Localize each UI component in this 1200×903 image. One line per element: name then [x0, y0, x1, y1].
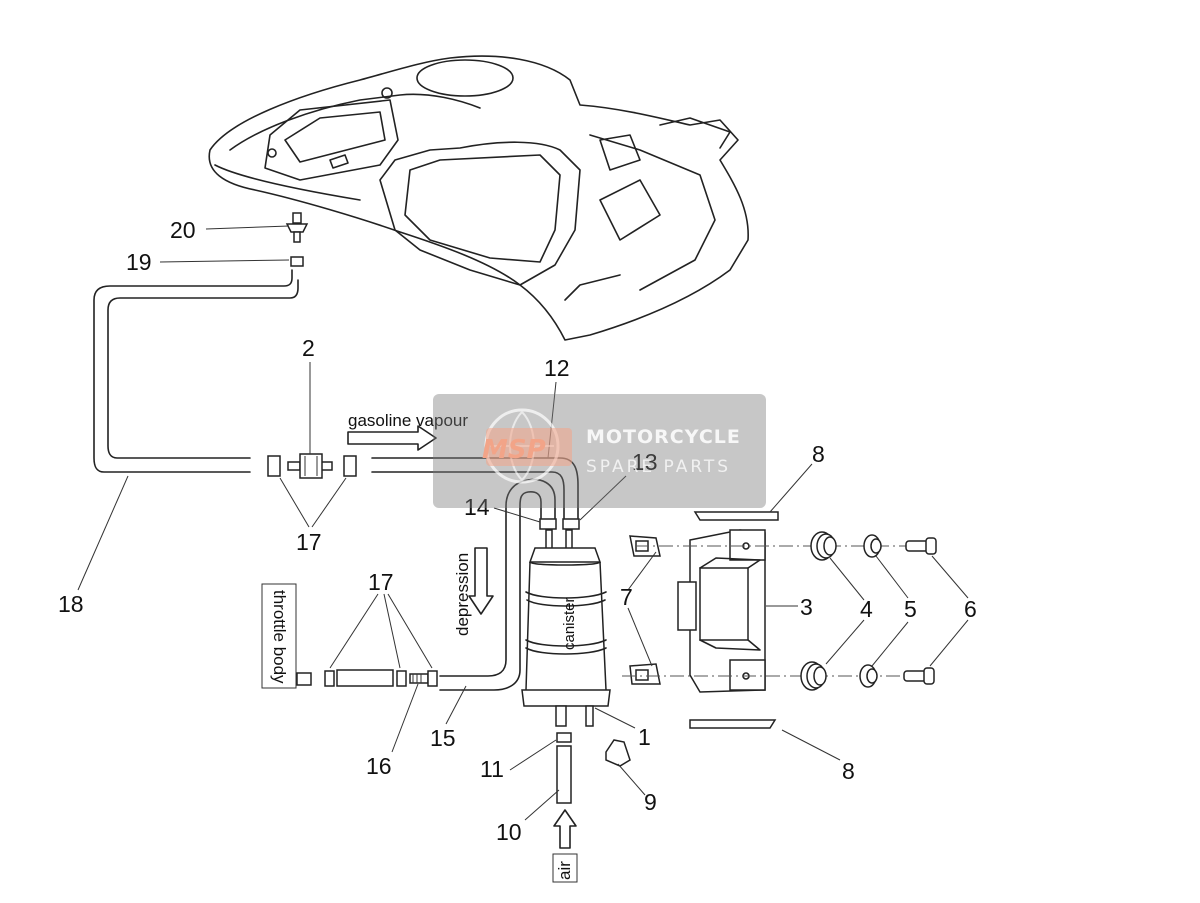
clamp-14: [539, 518, 557, 530]
throttle-body-box: [261, 583, 297, 689]
part-number-19: 19: [126, 249, 152, 275]
grommet-4: [800, 531, 837, 691]
clamp-11: [556, 732, 572, 743]
plate-8-top: [693, 511, 779, 521]
air-label: air: [555, 861, 574, 880]
watermark-line-1: MOTORCYCLE: [586, 426, 741, 448]
clamp-19: [290, 256, 304, 267]
plate-8-bottom: [689, 719, 777, 729]
clip-7: [629, 535, 661, 685]
part-number-4: 4: [860, 596, 873, 622]
fitting-20: [285, 212, 309, 243]
part-number-11: 11: [480, 756, 504, 782]
part-number-15: 15: [430, 725, 456, 751]
part-number-10: 10: [496, 819, 522, 845]
watermark: MSP MOTORCYCLE SPARE PARTS: [433, 394, 766, 508]
part-number-9: 9: [644, 789, 657, 815]
part-number-16: 16: [366, 753, 392, 779]
part-number-7: 7: [620, 584, 633, 610]
gasoline-vapour-label: gasoline vapour: [348, 411, 468, 430]
clamp-13: [562, 518, 580, 530]
throttle-body-label: throttle body: [270, 590, 289, 684]
hose-14: [439, 478, 556, 691]
part-number-6: 6: [964, 596, 977, 622]
canister-label: canister: [561, 597, 578, 650]
hose-10: [556, 745, 572, 804]
valve-2: [267, 453, 357, 479]
part-number-8: 8: [812, 441, 825, 467]
watermark-line-2: SPARE PARTS: [586, 457, 731, 477]
part-number-8: 8: [842, 758, 855, 784]
air-arrow: [553, 809, 577, 849]
gasoline-vapour-arrow: [347, 425, 437, 451]
part-number-14: 14: [464, 494, 490, 520]
part-number-18: 18: [58, 591, 84, 617]
depression-label: depression: [453, 553, 472, 636]
hose-18: [93, 269, 299, 473]
part-number-17: 17: [296, 529, 322, 555]
part-number-1: 1: [638, 724, 651, 750]
throttle-hose-parts: [296, 669, 438, 687]
part-number-13: 13: [632, 449, 658, 475]
part-number-3: 3: [800, 594, 813, 620]
air-box: [552, 853, 578, 883]
screw-6: [903, 537, 937, 685]
part-number-2: 2: [302, 335, 315, 361]
leader-lines: [77, 225, 969, 821]
bracket-9: [605, 739, 631, 767]
part-number-12: 12: [544, 355, 570, 381]
depression-arrow: [468, 547, 494, 615]
part-number-5: 5: [904, 596, 917, 622]
canister-1: [521, 529, 611, 727]
bracket-3: [677, 529, 766, 693]
watermark-logo: MSP: [482, 435, 546, 465]
fuel-tank-cover: [208, 55, 749, 341]
washer-5: [859, 534, 882, 688]
part-number-20: 20: [170, 217, 196, 243]
part-number-17: 17: [368, 569, 394, 595]
